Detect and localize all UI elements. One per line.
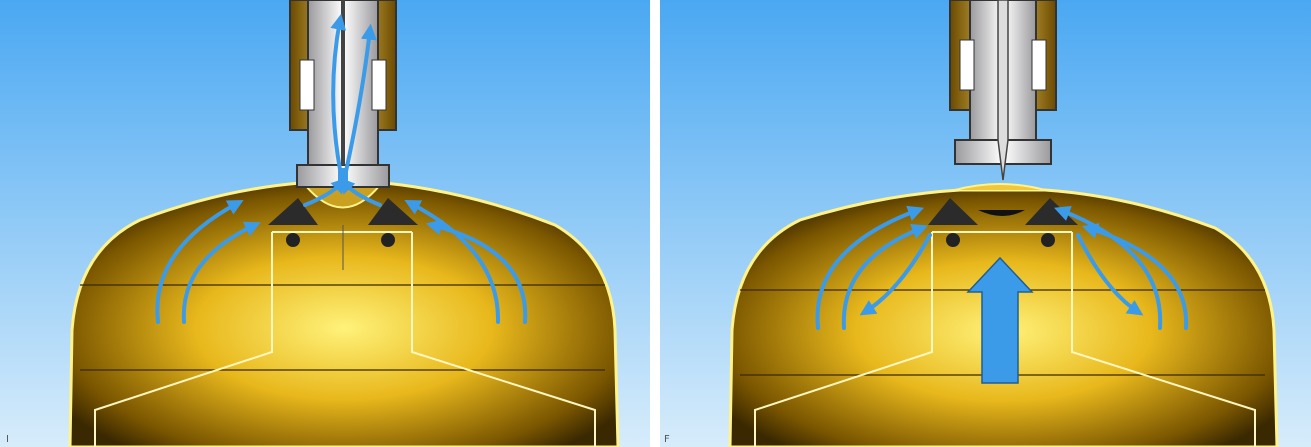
panel-corner-label: F bbox=[664, 434, 670, 445]
rivet bbox=[286, 233, 300, 247]
rivet bbox=[946, 233, 960, 247]
panel-corner-label: I bbox=[6, 434, 9, 445]
canister-body bbox=[70, 183, 618, 447]
spring-left bbox=[960, 40, 974, 90]
spring-right bbox=[1032, 40, 1046, 90]
diagram-panel-valve-closed: F bbox=[660, 0, 1311, 447]
spring-right bbox=[372, 60, 386, 110]
valve-needle bbox=[998, 0, 1008, 180]
spring-left bbox=[300, 60, 314, 110]
flow-arrow-icon bbox=[338, 168, 348, 188]
rivet bbox=[381, 233, 395, 247]
valve-closed-illustration bbox=[660, 0, 1311, 447]
diagram-panel-valve-open: I bbox=[0, 0, 650, 447]
rivet bbox=[1041, 233, 1055, 247]
valve-open-illustration bbox=[0, 0, 650, 447]
